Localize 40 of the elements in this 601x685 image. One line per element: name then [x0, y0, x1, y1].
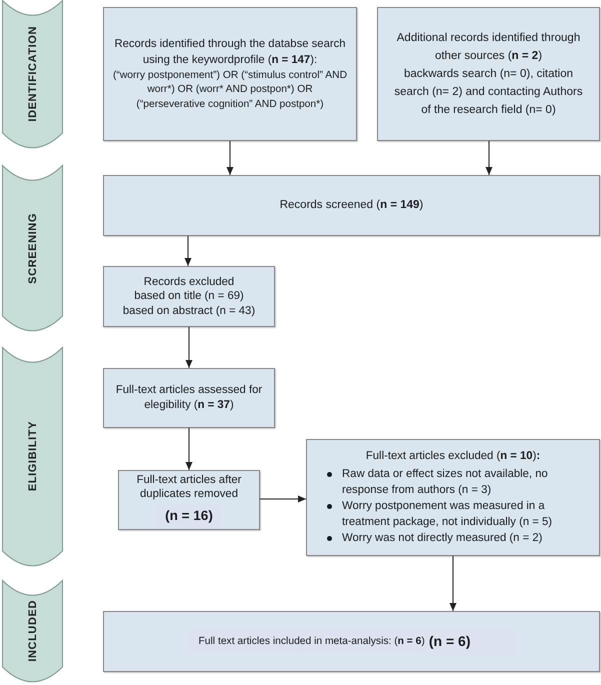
count-text: (n = 16): [156, 504, 222, 527]
box-text: based on title (n = 69): [134, 289, 244, 304]
box-text: Full-text articles after duplicates removed: [136, 473, 242, 502]
process-box: [103, 266, 275, 327]
bullet-text: Worry postponement was measured in a treatment package, not individually (n = 5): [342, 499, 554, 530]
box-text: Records identified through the databse search using the keywordprofile (n = 147):: [113, 37, 347, 68]
query-text: (“worry postponement”) OR (“stimulus control” AND worr*) OR (worr* AND postpon*) OR (“perseverative cognition” AND postpon*): [112, 69, 348, 112]
box-text: based on abstract (n = 43): [122, 304, 256, 318]
process-box: [118, 470, 260, 530]
box-text: Records excluded: [144, 274, 234, 290]
process-box: [103, 368, 275, 428]
process-box: [103, 7, 357, 141]
stage-label: SCREENING: [26, 212, 38, 284]
arrow: [486, 140, 492, 176]
arrow: [450, 556, 456, 612]
box-text: Full text articles included in meta-analysis: (n = 6): [186, 628, 427, 654]
stage-band: [2, 165, 63, 331]
arrow: [186, 428, 192, 470]
box-text: backwards search (n= 0), citation search (n= 2) and contacting Authors of the research field (n= 0): [393, 66, 584, 118]
box-text: Full-text articles assessed for elegibility (n = 37): [114, 383, 264, 413]
stage-label: INCLUDED: [26, 600, 38, 662]
stage-band: [2, 0, 63, 148]
arrow: [226, 140, 234, 176]
arrow: [186, 326, 192, 368]
bullet-text: Raw data or effect sizes not available, no response from authors (n = 3): [342, 467, 549, 498]
box-text: Additional records identified through other sources (n = 2): [396, 30, 582, 64]
count-text: (n = 6): [426, 628, 516, 655]
process-box: [103, 175, 600, 236]
process-box: [306, 439, 600, 556]
arrow: [260, 496, 306, 502]
process-box: [103, 611, 600, 672]
stage-band: [2, 580, 63, 682]
stage-label: IDENTIFICATION: [26, 26, 38, 122]
stage-band: [2, 347, 63, 566]
process-box: [377, 7, 600, 141]
box-text: Full-text articles excluded (n = 10):: [366, 448, 540, 464]
arrow: [184, 236, 192, 266]
stage-label: ELIGIBILITY: [26, 421, 38, 492]
box-text: Records screened (n = 149): [280, 198, 424, 213]
bullet-text: Worry was not directly measured (n = 2): [342, 531, 542, 546]
